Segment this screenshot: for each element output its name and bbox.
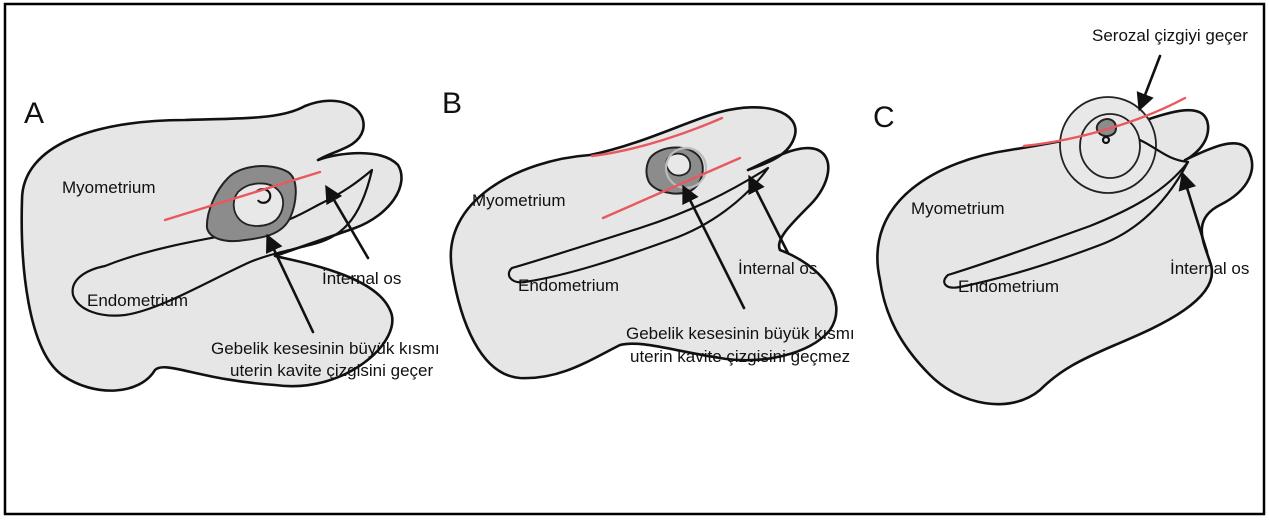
panel-b-myometrium-label: Myometrium — [472, 191, 566, 210]
panel-b: B Myometrium Endometrium İnternal os Geb… — [442, 87, 855, 378]
panel-c-endometrium-label: Endometrium — [958, 277, 1059, 296]
panel-c: C Myometrium Endometrium İnternal os Ser… — [873, 26, 1252, 404]
panel-a-endometrium-label: Endometrium — [87, 291, 188, 310]
panel-a-internal-os-label: İnternal os — [322, 269, 401, 288]
panel-c-letter: C — [873, 101, 895, 134]
panel-c-serosal-arrow — [1140, 56, 1160, 108]
panel-b-letter: B — [442, 87, 462, 120]
panel-b-internal-os-label: İnternal os — [738, 259, 817, 278]
panel-a-caption-line-2: uterin kavite çizgisini geçer — [230, 361, 433, 380]
panel-b-caption-line-2: uterin kavite çizgisini geçmez — [630, 347, 850, 366]
panel-b-endometrium-label: Endometrium — [518, 276, 619, 295]
panel-c-internal-os-label: İnternal os — [1170, 259, 1249, 278]
panel-c-myometrium-label: Myometrium — [911, 199, 1005, 218]
panel-a-myometrium-label: Myometrium — [62, 178, 156, 197]
panel-c-caption: Serozal çizgiyi geçer — [1092, 26, 1248, 45]
panel-b-caption-line-1: Gebelik kesesinin büyük kısmı — [626, 324, 855, 343]
panel-a: A Myometrium Endometrium İnternal os Geb… — [22, 97, 440, 391]
panel-a-caption-line-1: Gebelik kesesinin büyük kısmı — [211, 339, 440, 358]
panel-a-letter: A — [24, 97, 44, 130]
